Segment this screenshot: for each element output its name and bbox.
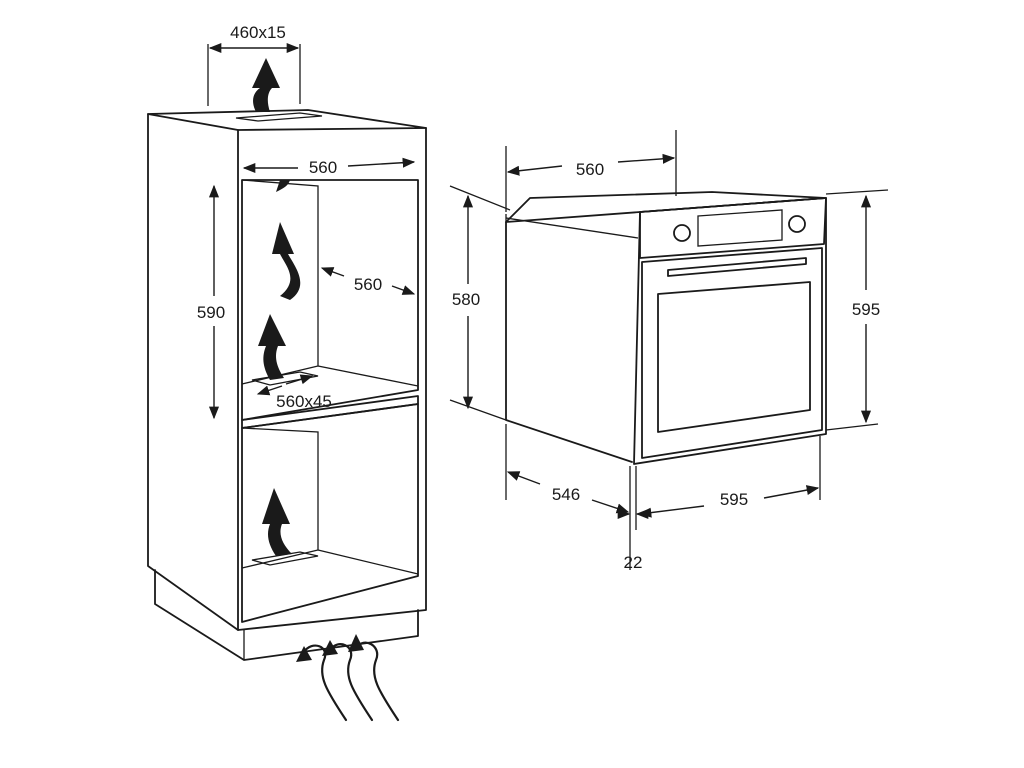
- dim-oven-body-depth: 546: [552, 485, 580, 504]
- dim-oven-depth-top: 560: [576, 160, 604, 179]
- dim-niche-depth: 560: [354, 275, 382, 294]
- cabinet-dimensions: 460x15 560 590 560 560x45: [197, 23, 416, 420]
- dim-top-vent: 460x15: [230, 23, 286, 42]
- airflow-arrow-upper-2: [258, 314, 286, 380]
- left-knob: [673, 224, 691, 242]
- cabinet-drawing: [147, 109, 427, 661]
- airflow-arrow-top: [252, 58, 280, 112]
- dim-inner-width: 560: [309, 158, 337, 177]
- right-knob: [788, 215, 806, 233]
- dim-niche-height: 590: [197, 303, 225, 322]
- airflow-arrows: [252, 58, 301, 556]
- airflow-arrow-lower: [262, 488, 292, 556]
- dim-bottom-vent: 560x45: [276, 392, 332, 411]
- airflow-arrow-upper-top: [276, 180, 290, 192]
- dim-oven-front-thickness: 22: [624, 553, 643, 572]
- incoming-air-arrows: [296, 634, 400, 722]
- oven-drawing: [505, 191, 827, 465]
- dim-oven-body-height: 580: [452, 290, 480, 309]
- dim-oven-front-width: 595: [720, 490, 748, 509]
- oven-dimensions: 560 580 595 546 595 22: [449, 130, 889, 572]
- dim-oven-front-height: 595: [852, 300, 880, 319]
- airflow-arrow-upper-1: [272, 222, 301, 300]
